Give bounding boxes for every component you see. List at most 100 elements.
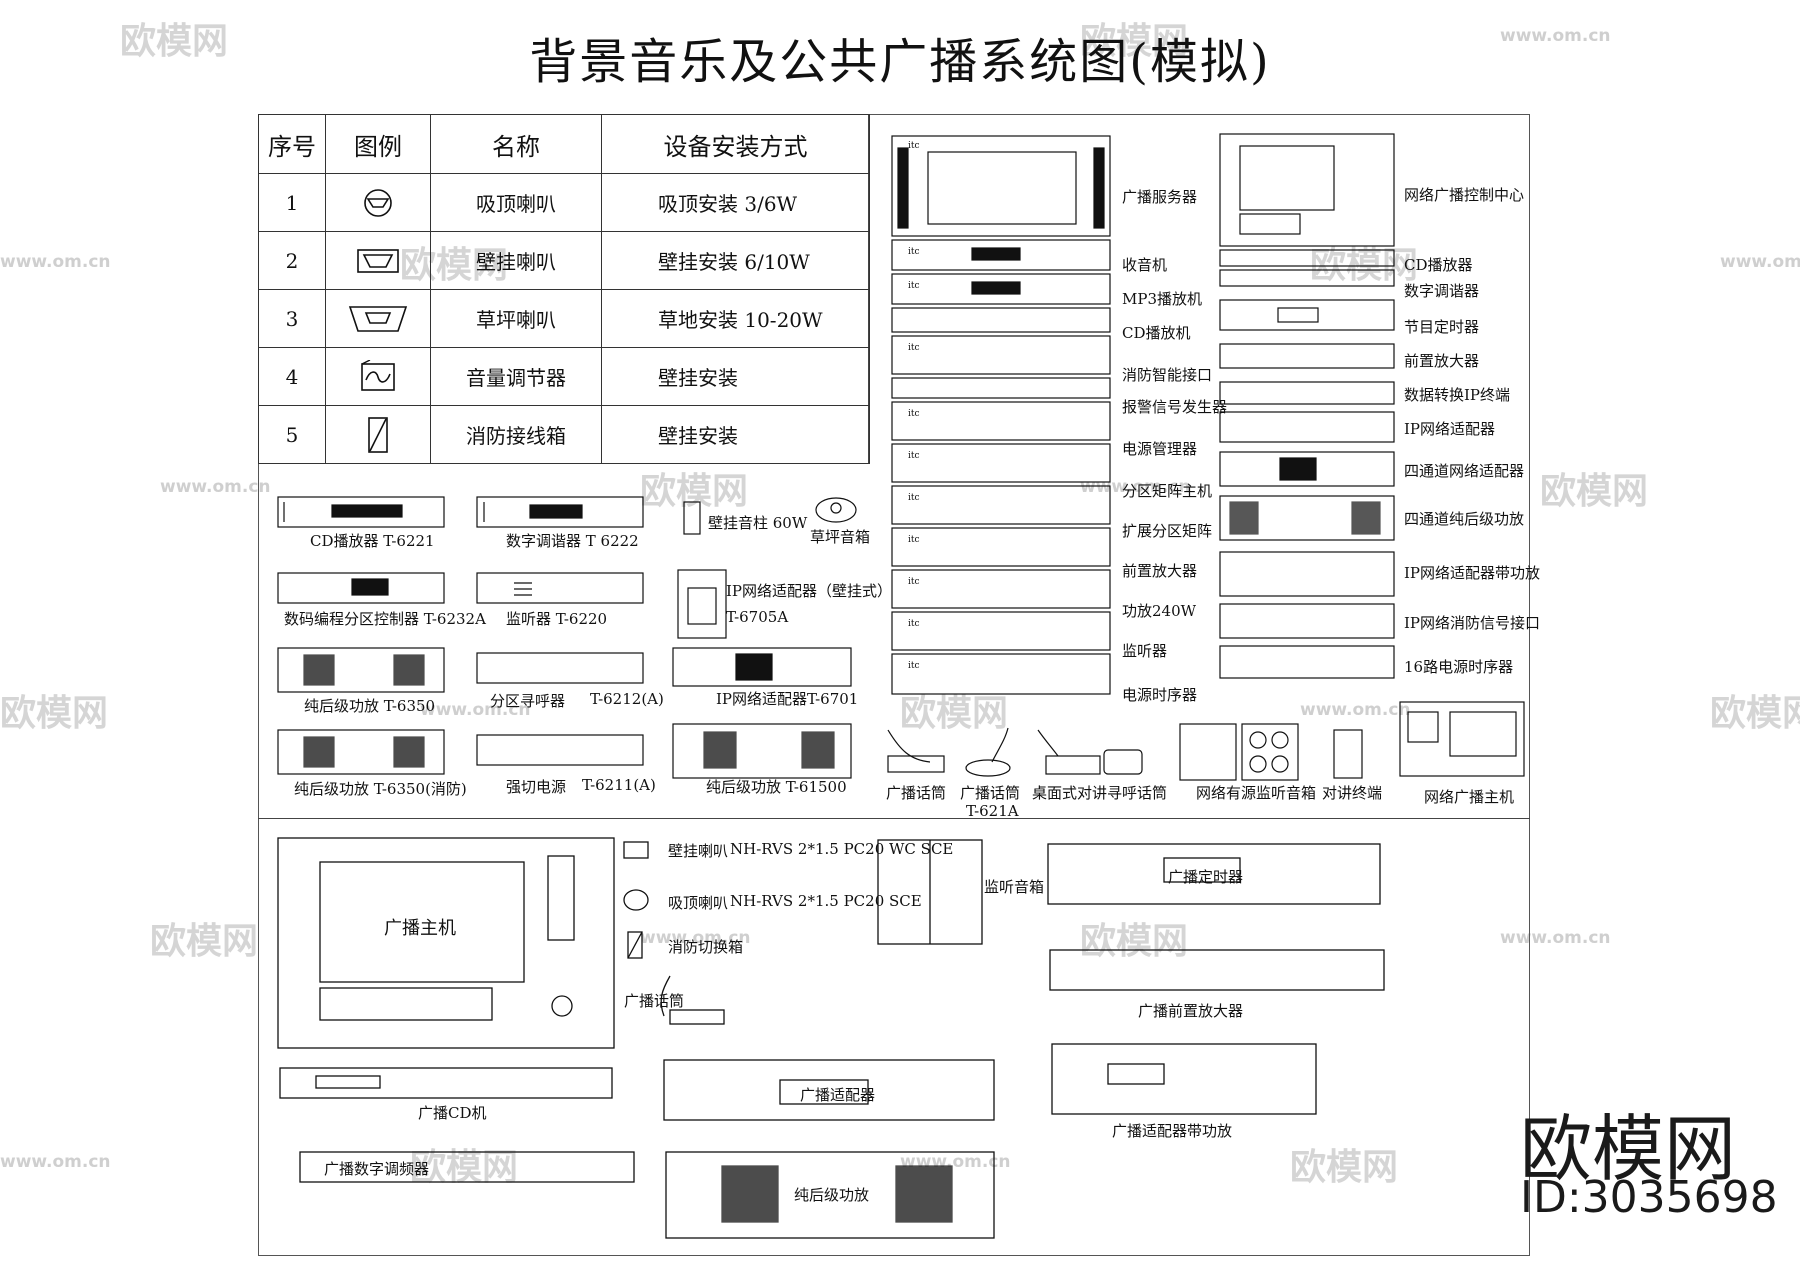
rack-label: 电源管理器 (1122, 440, 1198, 458)
bottom-label: 消防切换箱 (668, 938, 744, 956)
legend-row: 4 音量调节器 壁挂安装 (258, 347, 870, 406)
bottom-label: 广播话筒 (624, 992, 685, 1010)
digital-tuner-device (476, 496, 644, 528)
legend-no: 1 (258, 173, 326, 232)
rack-brand: itc (908, 247, 920, 257)
mic-label: 桌面式对讲寻呼话筒 (1032, 784, 1168, 802)
monitor-device (476, 572, 644, 604)
device-label: T-6211(A) (582, 776, 656, 794)
power-amp-device (665, 1151, 995, 1239)
section-divider (258, 818, 1530, 819)
wall-speaker-icon (357, 248, 399, 273)
watermark: 欧模网 (0, 693, 109, 734)
rack-label: MP3播放机 (1122, 290, 1202, 308)
rack-label: 四通道纯后级功放 (1404, 510, 1525, 528)
legend-name: 草坪喇叭 (430, 289, 602, 348)
watermark: 欧模网 (1710, 693, 1800, 734)
right-rack (1219, 133, 1395, 679)
bottom-label: 监听音箱 (984, 878, 1045, 896)
lawn-speaker-sketch (815, 497, 857, 523)
legend-name: 壁挂喇叭 (430, 231, 602, 290)
legend-symbol (325, 231, 431, 290)
lawn-speaker-icon (348, 305, 408, 332)
zone-pager-device (476, 652, 644, 684)
legend-name: 音量调节器 (430, 347, 602, 406)
rack-brand: itc (908, 661, 920, 671)
legend-row: 1 吸顶喇叭 吸顶安装 3/6W (258, 173, 870, 232)
legend-header: 设备安装方式 (601, 114, 870, 174)
bottom-label: NH-RVS 2*1.5 PC20 SCE (730, 892, 922, 910)
watermark: 欧模网 (900, 693, 1009, 734)
legend-symbol (325, 173, 431, 232)
legend-row: 3 草坪喇叭 草地安装 10-20W (258, 289, 870, 348)
watermark-url: www.om.cn (1300, 700, 1411, 720)
preamp-device (1049, 949, 1385, 991)
watermark: 欧模网 (1290, 1147, 1399, 1188)
device-label: IP网络适配器（壁挂式） (726, 582, 893, 600)
rack-label: 电源时序器 (1122, 686, 1198, 704)
rack-brand: itc (908, 493, 920, 503)
rack-brand: itc (908, 281, 920, 291)
device-label: 监听器 T-6220 (506, 610, 608, 628)
bottom-label: 广播CD机 (418, 1104, 487, 1122)
adapter-device (663, 1059, 995, 1121)
rack-label: 数字调谐器 (1404, 282, 1480, 300)
cd-machine-device (279, 1067, 613, 1099)
legend-install: 壁挂安装 6/10W (601, 231, 870, 290)
rack-label: 前置放大器 (1404, 352, 1480, 370)
watermark: 欧模网 (120, 21, 229, 62)
rack-label: 消防智能接口 (1122, 366, 1213, 384)
drawing-frame (258, 114, 1530, 1256)
legend-header: 图例 (325, 114, 431, 174)
device-label: CD播放器 T-6221 (310, 532, 435, 550)
rack-label: 数据转换IP终端 (1404, 386, 1511, 404)
ip-adapter-wall-device (677, 569, 727, 639)
bottom-label: 纯后级功放 (794, 1186, 870, 1204)
watermark-url: www.om.cn (1500, 928, 1611, 948)
bottom-label: 广播适配器带功放 (1112, 1122, 1233, 1140)
rack-label: 16路电源时序器 (1404, 658, 1514, 676)
ceiling-speaker-icon (364, 188, 392, 217)
rack-brand: itc (908, 451, 920, 461)
watermark: 欧模网 (410, 1147, 519, 1188)
device-label: 纯后级功放 T-6350(消防) (294, 780, 467, 798)
wall-column-speaker-device (683, 501, 701, 535)
watermark-url: www.om.cn (1720, 252, 1800, 272)
device-label: 数码编程分区控制器 T-6232A (284, 610, 486, 628)
mic-label: 网络有源监听音箱 (1196, 784, 1317, 802)
power-amp-6350-device (277, 647, 445, 693)
rack-label: IP网络消防信号接口 (1404, 614, 1541, 632)
watermark: 欧模网 (150, 921, 259, 962)
legend-symbol (325, 405, 431, 464)
bottom-label: 广播主机 (384, 918, 456, 939)
watermark: 欧模网 (640, 471, 749, 512)
legend-no: 3 (258, 289, 326, 348)
legend-no: 2 (258, 231, 326, 290)
timer-device (1047, 843, 1381, 905)
rack-label: 节目定时器 (1404, 318, 1480, 336)
watermark-url: www.om.cn (0, 252, 111, 272)
device-label: 壁挂音柱 60W (708, 514, 808, 532)
rack-label: 收音机 (1122, 256, 1168, 274)
mic-label: 广播话筒 (960, 784, 1021, 802)
power-amp-61500-device (672, 723, 852, 779)
legend-install: 草地安装 10-20W (601, 289, 870, 348)
rack-label: CD播放机 (1122, 324, 1191, 342)
brand-logo: 欧模网 (1520, 1107, 1737, 1191)
bottom-label: 吸顶喇叭 (668, 894, 729, 912)
watermark-url: www.om.cn (640, 928, 751, 948)
device-label: T-6212(A) (590, 690, 664, 708)
device-label: 纯后级功放 T-6350 (304, 697, 436, 715)
device-label: 草坪音箱 (810, 528, 871, 546)
rack-label: 广播服务器 (1122, 188, 1198, 206)
rack-label: 功放240W (1122, 602, 1197, 620)
adapter-amp-device (1051, 1043, 1317, 1115)
legend-header: 序号 (258, 114, 326, 174)
legend-no: 4 (258, 347, 326, 406)
fire-junction-box-icon (368, 416, 388, 453)
device-label: IP网络适配器T-6701 (716, 690, 859, 708)
legend-row: 5 消防接线箱 壁挂安装 (258, 405, 870, 464)
device-label: T-6705A (726, 608, 789, 626)
cd-player-device (277, 496, 445, 528)
watermark: 欧模网 (1540, 471, 1649, 512)
